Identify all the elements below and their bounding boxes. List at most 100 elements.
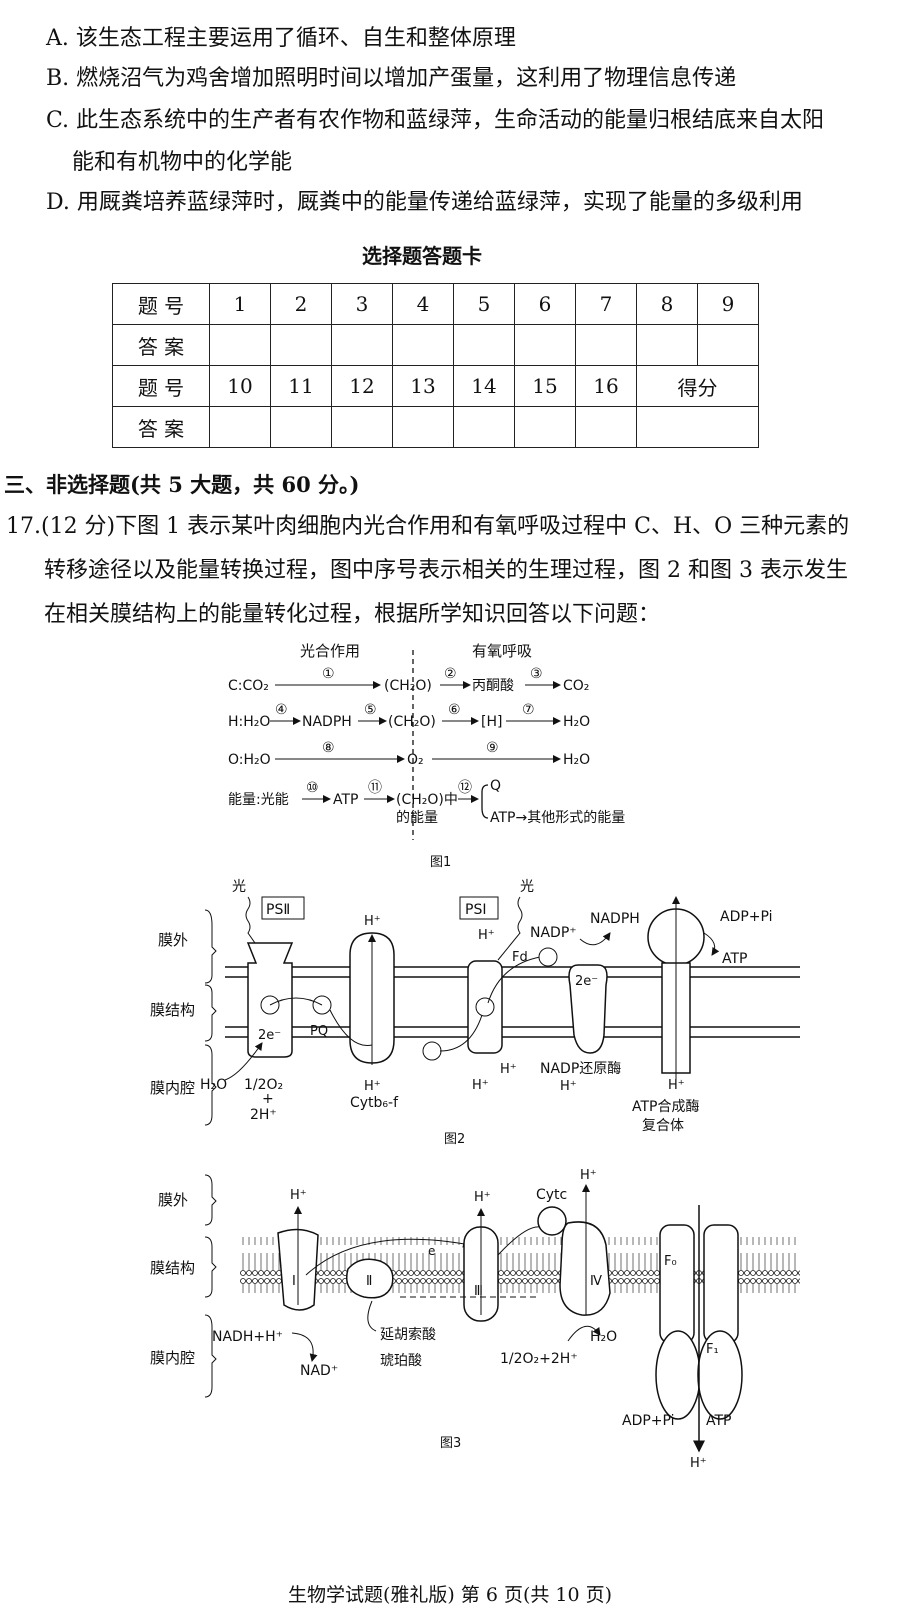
e-q: Q [490,778,501,794]
num-cell: 5 [453,283,515,325]
figure-3: 膜外 膜结构 膜内腔 Ⅰ H⁺ Ⅱ e Ⅲ H⁺ Cytc Ⅳ H⁺ F₀ F₁… [150,1168,800,1471]
atp-synthase-label-1: ATP合成酶 [632,1099,699,1115]
answer-cell[interactable] [575,406,637,448]
c1-label: Ⅰ [292,1274,296,1289]
answer-cell[interactable] [636,324,698,366]
f1-right [697,1330,743,1420]
step-11: ⑪ [368,780,382,796]
num-label: 题 号 [112,365,210,407]
num-label: 题 号 [112,283,210,325]
num-cell: 8 [636,283,698,325]
e-ch2o: (CH₂O)中 [396,792,458,808]
ps1-label: PSⅠ [465,902,486,918]
h2o-label: H₂O [200,1077,227,1093]
option-b: B. 燃烧沼气为鸡舍增加照明时间以增加产蛋量，这利用了物理信息传递 [46,66,737,91]
succinate-label: 琥珀酸 [380,1353,422,1369]
o-h2o-end: H₂O [563,752,590,768]
f0-label: F₀ [664,1254,677,1269]
step-12: ⑫ [458,780,472,796]
h-lumen-2: H⁺ [500,1062,517,1077]
ans-label: 答 案 [112,406,210,448]
answer-cell[interactable] [209,324,271,366]
h-lumen-1: H⁺ [472,1078,489,1093]
step-3: ③ [530,666,543,682]
h-h2o-end: H₂O [563,714,590,730]
fig2-membrane-label: 膜结构 [150,1001,195,1019]
num-cell: 2 [270,283,332,325]
option-a: A. 该生态工程主要运用了循环、自生和整体原理 [46,26,516,51]
fig2-lumen-label: 膜内腔 [150,1079,195,1097]
answer-card-table: 题 号 1 2 3 4 5 6 7 8 9 答 案 题 号 10 11 12 1… [112,283,759,448]
nadph-label: NADPH [590,911,640,927]
option-c-line1: C. 此生态系统中的生产者有农作物和蓝绿萍，生命活动的能量归根结底来自太阳 [46,108,825,133]
cytc-label: Cytc [536,1187,567,1203]
page-footer: 生物学试题(雅礼版) 第 6 页(共 10 页) [287,1584,613,1606]
answer-card-title: 选择题答题卡 [362,244,482,268]
figure-2-caption: 图2 [444,1132,465,1147]
answer-cell[interactable] [453,406,515,448]
answer-cell[interactable] [392,406,454,448]
atp-label: ATP [722,951,747,967]
f0-right [703,1224,739,1344]
answer-cell[interactable] [575,324,637,366]
e-ch2o-energy: 的能量 [396,810,438,826]
h-cyt-top: H⁺ [364,914,381,929]
complex-2 [346,1258,394,1299]
c4-label: Ⅳ [590,1274,602,1289]
nad-label: NAD⁺ [300,1363,338,1379]
option-c-line2: 能和有机物中的化学能 [72,150,293,175]
answer-cell[interactable] [453,324,515,366]
section-heading: 三、非选择题(共 5 大题，共 60 分。) [4,472,360,497]
adp-pi-label-3: ADP+Pi [622,1413,675,1429]
ans-label: 答 案 [112,324,210,366]
answer-cell[interactable] [514,324,576,366]
q17-line3: 在相关膜结构上的能量转化过程，根据所学知识回答以下问题： [44,602,661,627]
answer-cell[interactable] [209,406,271,448]
half-o2-label: 1/2O₂ [244,1077,283,1093]
h2o-label-3: H₂O [590,1329,617,1345]
answer-cell[interactable] [270,324,332,366]
answer-cell[interactable] [270,406,332,448]
answer-cell[interactable] [514,406,576,448]
answer-cell[interactable] [697,324,759,366]
c2-label: Ⅱ [366,1274,372,1289]
o2-label-3: 1/2O₂+2H⁺ [500,1351,578,1367]
step-9: ⑨ [486,740,499,756]
num-cell: 4 [392,283,454,325]
label-photosynthesis: 光合作用 [300,642,360,660]
plus-label: + [262,1091,274,1107]
h-cyt-bottom: H⁺ [364,1079,381,1094]
figure-3-caption: 图3 [440,1436,461,1451]
fumarate-label: 延胡索酸 [380,1326,436,1343]
nadh-label: NADH+H⁺ [212,1329,283,1345]
h-c1: H⁺ [290,1188,307,1203]
f1-left [655,1330,701,1420]
h-h: [H] [481,714,502,730]
e2-left: 2e⁻ [258,1028,281,1043]
o-o2: O₂ [407,752,424,768]
figure-1-caption: 图1 [430,855,451,870]
q17-line2: 转移途径以及能量转换过程，图中序号表示相关的生理过程，图 2 和图 3 表示发生 [44,558,848,583]
num-cell: 16 [575,365,637,407]
h-bottom: H⁺ [690,1456,707,1471]
fig3-membrane-label: 膜结构 [150,1259,195,1277]
fd-circle [538,947,558,967]
step-7: ⑦ [522,702,535,718]
electron-label: e [428,1244,435,1258]
ps1-box [459,896,499,920]
pq-label: PQ [310,1024,328,1039]
h-c4: H⁺ [580,1168,597,1183]
num-cell: 6 [514,283,576,325]
answer-cell[interactable] [331,406,393,448]
nadp-red-label: NADP还原酶 [540,1061,621,1077]
num-cell: 3 [331,283,393,325]
h-reductase: H⁺ [560,1079,577,1094]
answer-cell[interactable] [331,324,393,366]
num-cell: 15 [514,365,576,407]
c-co2: C:CO₂ [228,678,269,694]
answer-cell[interactable] [392,324,454,366]
num-cell: 12 [331,365,393,407]
c-ch2o: (CH₂O) [384,678,432,694]
score-cell[interactable] [636,406,759,448]
thylakoid-membrane [225,966,800,1038]
